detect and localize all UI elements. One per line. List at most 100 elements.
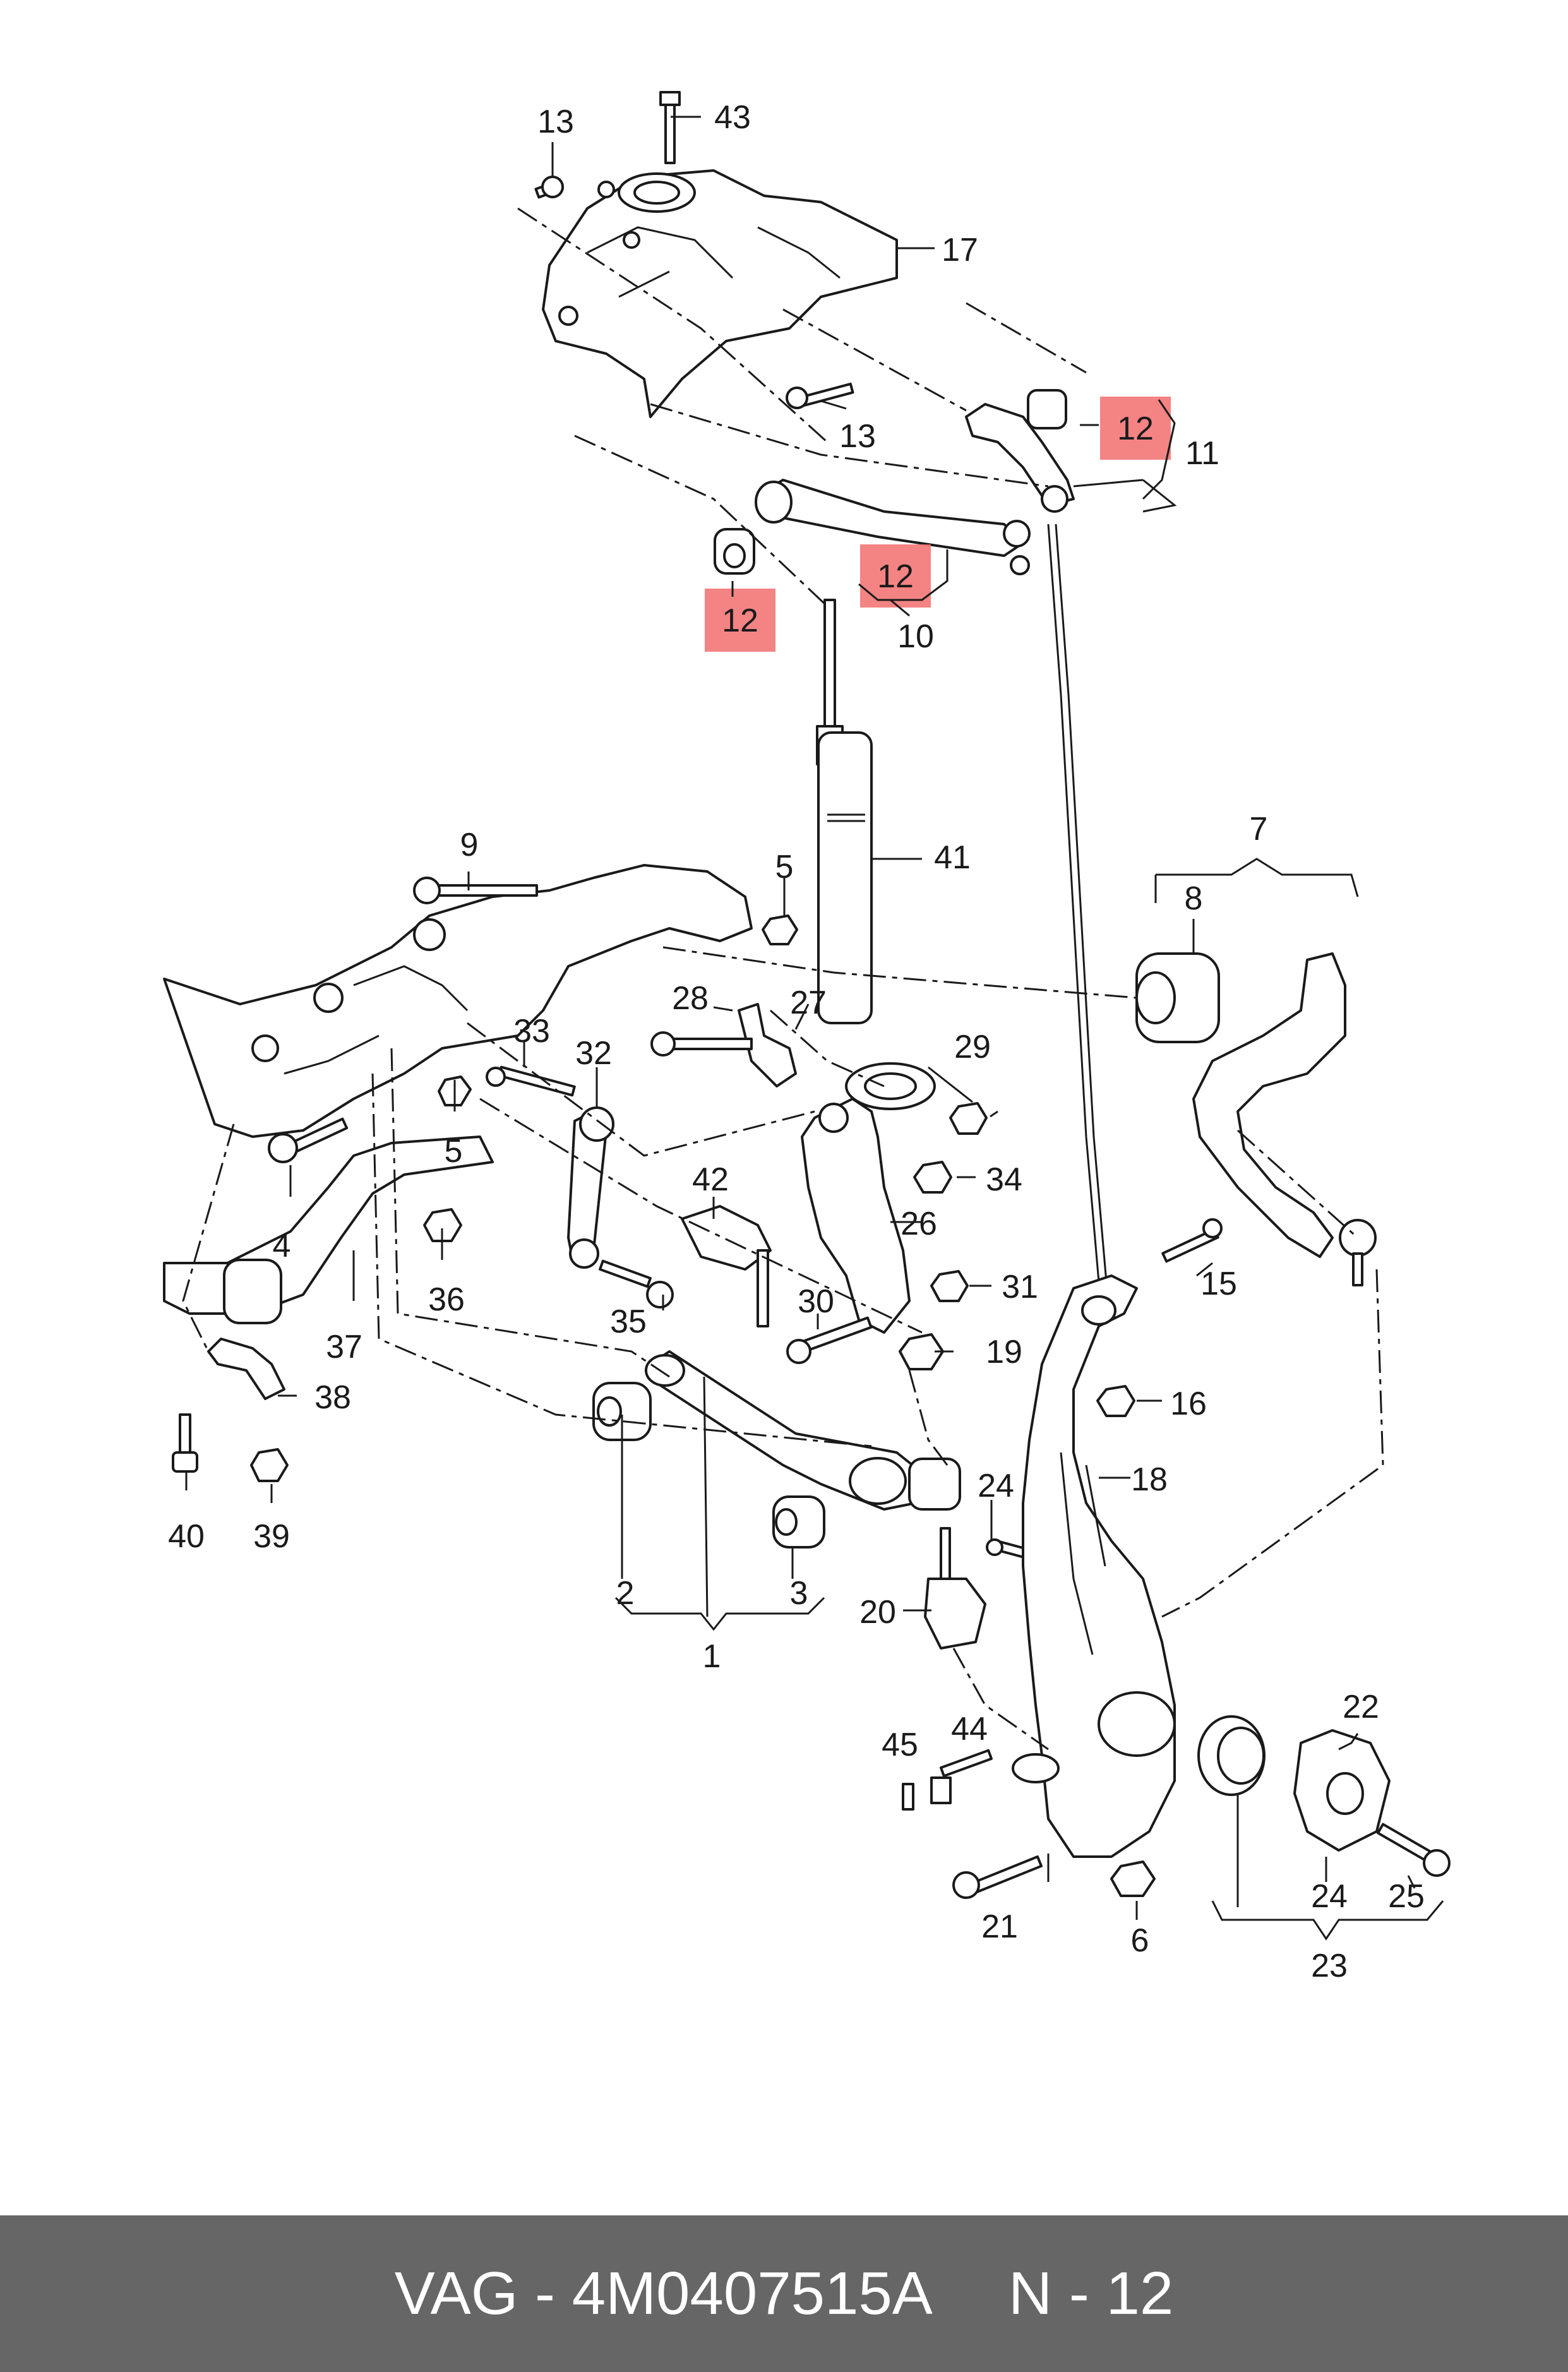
bolt-9 [413,877,538,904]
label-39: 39 [253,1518,290,1555]
bushing-2 [592,1382,652,1441]
highlight-12-c [705,589,775,652]
nut-5-upper [762,914,798,945]
shock-absorber-41 [816,599,873,1024]
label-29: 29 [954,1029,991,1065]
label-33: 33 [513,1013,550,1050]
label-12-a: 12 [1117,410,1154,447]
strut-tower-mount [542,169,898,418]
label-10: 10 [897,618,934,655]
fork-26 [801,1062,936,1334]
lower-arm-1 [645,1350,961,1511]
nut-36 [423,1208,462,1242]
bolt-13-top [534,176,564,199]
label-38: 38 [314,1379,351,1416]
control-arm-7 [1192,952,1377,1286]
label-32: 32 [575,1035,612,1072]
bolt-33 [486,1065,576,1097]
label-8: 8 [1185,880,1203,917]
nut-29 [949,1102,988,1135]
clamp-38 [207,1338,285,1400]
bolt-45 [902,1783,914,1811]
label-2: 2 [616,1575,635,1612]
bolt-35 [599,1259,674,1309]
label-13-mid: 13 [839,418,876,455]
label-22: 22 [1343,1689,1379,1725]
label-31: 31 [1002,1269,1038,1305]
label-40: 40 [168,1518,205,1555]
coupling-rod [1047,524,1108,1283]
label-45: 45 [882,1727,918,1763]
bushing-3 [772,1495,825,1548]
label-35: 35 [610,1303,647,1340]
label-26: 26 [901,1206,937,1242]
leader-lines [185,116,1444,1941]
label-19: 19 [986,1334,1022,1370]
nut-6 [1110,1860,1156,1897]
subframe [163,864,753,1138]
label-37: 37 [326,1329,362,1365]
suspension-exploded-diagram: 1 2 3 4 5 5 6 7 8 9 10 11 12 12 12 13 13… [163,91,1451,1984]
nut-31 [930,1270,969,1302]
label-11: 11 [1185,435,1219,472]
upper-arm-11 [965,389,1075,513]
bolt-28 [650,1031,753,1057]
label-3: 3 [790,1575,808,1612]
ball-joint-20 [924,1527,986,1650]
bolt-30 [786,1316,873,1364]
label-34: 34 [986,1161,1022,1198]
assembly-lines [182,207,1384,1751]
stabilizer-bar-37 [163,1135,494,1324]
label-36: 36 [428,1281,465,1318]
position-number-text: N - 12 [1008,2260,1174,2327]
label-24-bottom: 24 [1311,1878,1348,1915]
bushing-8 [1135,952,1220,1043]
bolt-43 [659,91,681,164]
label-21: 21 [981,1908,1018,1945]
bolt-40 [172,1413,198,1473]
bolt-13-mid [786,382,854,409]
label-17: 17 [942,232,978,268]
bushing-12-left [714,528,755,575]
label-13-top: 13 [537,104,574,140]
label-15: 15 [1200,1266,1237,1302]
label-12-c: 12 [722,602,758,639]
label-28: 28 [672,980,709,1017]
upper-arm-10 [755,479,1031,575]
bolt-15 [1161,1218,1223,1263]
link-32 [567,1106,614,1269]
nut-34 [913,1161,952,1194]
nut-16 [1096,1385,1135,1417]
level-sensor-42 [681,1205,772,1327]
label-44: 44 [951,1711,988,1747]
label-41: 41 [934,839,971,876]
label-5-lower: 5 [445,1133,463,1170]
label-25: 25 [1388,1878,1425,1915]
nut-19 [899,1333,944,1370]
label-9: 9 [460,827,479,863]
part-number-text: VAG - 4M0407515A [394,2260,933,2327]
highlight-12-b [860,544,931,608]
bearing-23 [1197,1715,1266,1796]
knuckle-18 [1012,1274,1176,1858]
label-6: 6 [1131,1922,1149,1959]
part-number-footer: VAG - 4M0407515A N - 12 [0,2215,1568,2372]
nut-39 [250,1448,289,1482]
bracket-27 [738,1003,797,1087]
bolt-25 [1377,1823,1451,1877]
highlight-12-a [1100,397,1171,460]
label-5-upper: 5 [775,849,794,885]
label-4: 4 [273,1228,291,1264]
sensor-44 [930,1749,993,1804]
bolt-21 [952,1855,1043,1899]
label-43: 43 [714,99,751,136]
label-7: 7 [1250,811,1268,848]
label-18: 18 [1131,1461,1168,1498]
label-27: 27 [790,985,827,1021]
label-42: 42 [692,1161,729,1198]
hub-22 [1293,1729,1391,1852]
label-16: 16 [1170,1386,1207,1422]
label-23: 23 [1311,1948,1348,1984]
label-30: 30 [798,1283,834,1320]
label-20: 20 [859,1594,896,1631]
